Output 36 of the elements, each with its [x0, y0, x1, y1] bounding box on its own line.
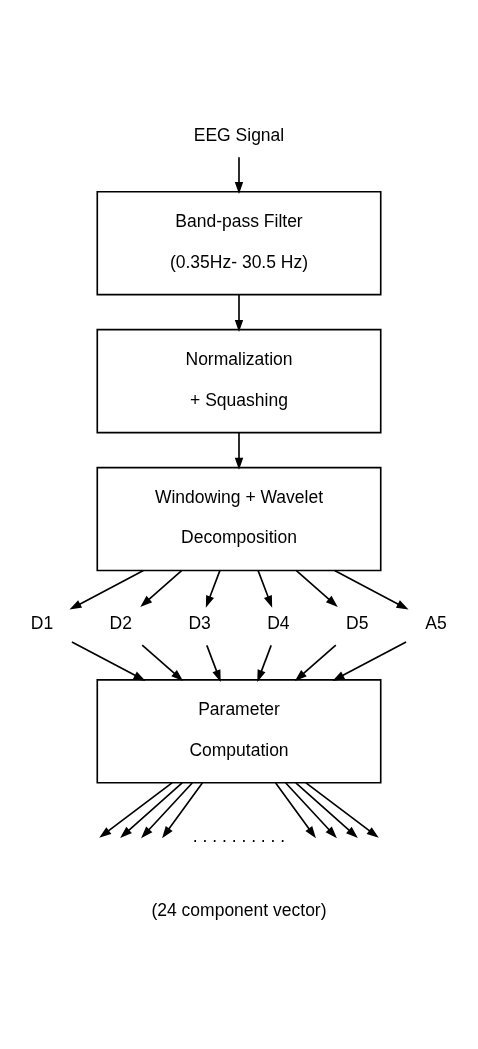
- arrow: [234, 431, 244, 470]
- arrow: [141, 644, 184, 682]
- arrow: [274, 782, 316, 839]
- arrow: [162, 782, 204, 839]
- node-box: Normalization + Squashing: [96, 328, 382, 434]
- arrow: [333, 569, 409, 610]
- label: (24 component vector): [151, 900, 327, 921]
- arrow: [140, 569, 183, 607]
- node-box: Band-pass Filter (0.35Hz- 30.5 Hz): [96, 191, 382, 296]
- node-text: EEG Signal: [193, 125, 285, 146]
- arrow: [257, 644, 272, 682]
- node-box: Parameter Computation: [96, 679, 382, 784]
- arrow: [295, 569, 338, 607]
- arrow: [305, 782, 379, 838]
- arrow: [99, 782, 173, 838]
- arrow: [205, 569, 221, 608]
- arrow: [206, 644, 221, 682]
- node-text: D5: [346, 613, 369, 634]
- label: . . . . . . . . . .: [192, 825, 286, 846]
- node-text: A5: [425, 613, 447, 634]
- arrow: [69, 569, 145, 610]
- node-box: Windowing + Wavelet Decomposition: [96, 466, 382, 572]
- arrow: [332, 641, 407, 681]
- arrow: [141, 782, 194, 839]
- node-text: D2: [109, 613, 132, 634]
- node-text: D3: [188, 613, 211, 634]
- arrow: [234, 156, 244, 195]
- arrow: [295, 782, 358, 838]
- arrow: [284, 782, 337, 839]
- node-text: D4: [267, 613, 290, 634]
- node-text: D1: [30, 613, 54, 634]
- arrow: [120, 782, 183, 838]
- arrow: [234, 294, 244, 332]
- arrow: [294, 644, 337, 682]
- arrow: [257, 569, 273, 608]
- arrow: [71, 641, 146, 681]
